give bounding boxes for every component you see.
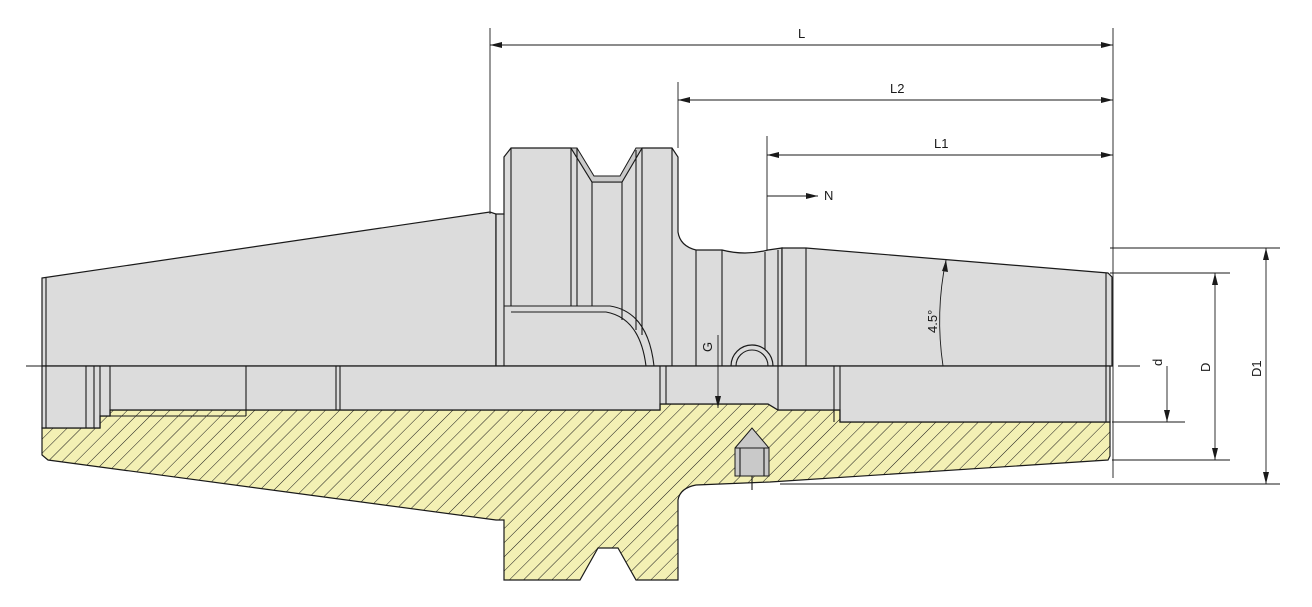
dim-label-angle: 4.5° bbox=[925, 310, 940, 333]
dim-label-G: G bbox=[700, 342, 715, 352]
taper-shank bbox=[41, 211, 497, 367]
holder-section-view bbox=[41, 365, 1111, 581]
flange bbox=[495, 147, 783, 367]
dim-label-d: d bbox=[1150, 359, 1165, 366]
dim-label-L: L bbox=[798, 26, 805, 41]
set-screw-section bbox=[734, 427, 770, 477]
holder-exterior-view bbox=[41, 147, 1113, 367]
front-body bbox=[781, 247, 1113, 367]
dim-label-D: D bbox=[1198, 363, 1213, 372]
v-groove bbox=[570, 147, 643, 183]
dim-label-N: N bbox=[824, 188, 833, 203]
set-screw-head bbox=[730, 344, 774, 367]
dim-label-L2: L2 bbox=[890, 81, 904, 96]
section-hatch bbox=[41, 403, 1111, 581]
dimension-lines bbox=[489, 28, 1280, 485]
dim-label-D1: D1 bbox=[1249, 360, 1264, 377]
dim-label-L1: L1 bbox=[934, 136, 948, 151]
